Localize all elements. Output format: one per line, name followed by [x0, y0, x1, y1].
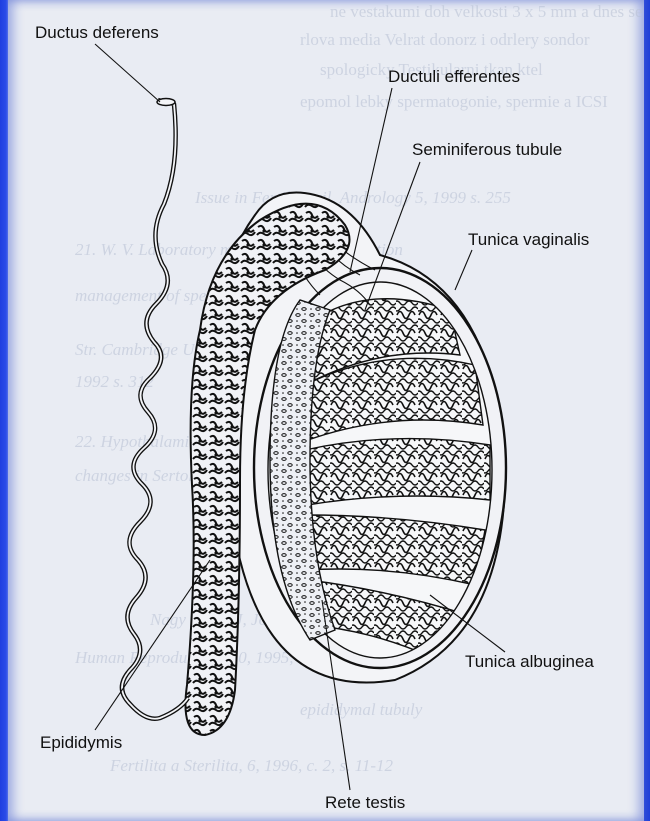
label-rete-testis: Rete testis	[325, 793, 405, 812]
label-seminiferous-tubule: Seminiferous tubule	[412, 140, 562, 159]
ductus-deferens-lumen	[122, 100, 188, 719]
label-ductus-deferens: Ductus deferens	[35, 23, 159, 42]
leader-tunica-vaginalis	[455, 250, 472, 290]
leader-ductus-deferens	[95, 44, 160, 102]
label-tunica-vaginalis: Tunica vaginalis	[468, 230, 589, 249]
label-ductuli-efferentes: Ductuli efferentes	[388, 67, 520, 86]
label-epididymis: Epididymis	[40, 733, 122, 752]
label-tunica-albuginea: Tunica albuginea	[465, 652, 594, 671]
lobule	[305, 439, 490, 505]
ductus-deferens	[122, 100, 188, 719]
